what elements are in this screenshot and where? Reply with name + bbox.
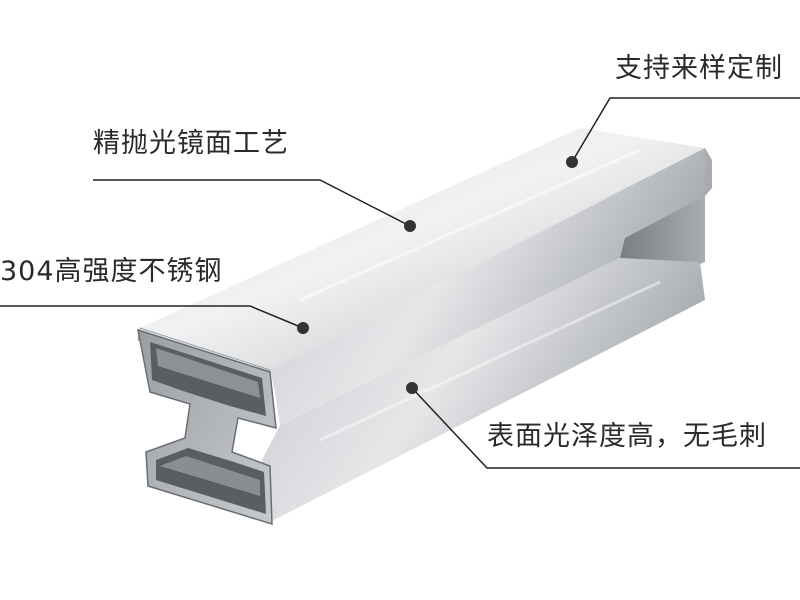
tube-opening-upper-highlight: [156, 348, 260, 398]
label-steel-grade: 304高强度不锈钢: [0, 256, 223, 287]
leader-steel: [0, 305, 309, 334]
leader-custom: [566, 97, 800, 168]
tube-side-lower: [262, 258, 705, 522]
tube-top-surface: [140, 128, 705, 370]
leader-polish: [93, 179, 416, 232]
label-custom-made: 支持来样定制: [615, 53, 783, 84]
label-surface-finish: 表面光泽度高，无毛刺: [487, 421, 767, 452]
tube-opening-lower-highlight: [160, 456, 260, 496]
steel-tube: [137, 128, 712, 526]
leader-surface: [406, 382, 800, 469]
tube-right-end-upper: [705, 148, 712, 196]
tube-side-upper: [270, 148, 705, 425]
label-mirror-polish: 精抛光镜面工艺: [93, 128, 289, 159]
